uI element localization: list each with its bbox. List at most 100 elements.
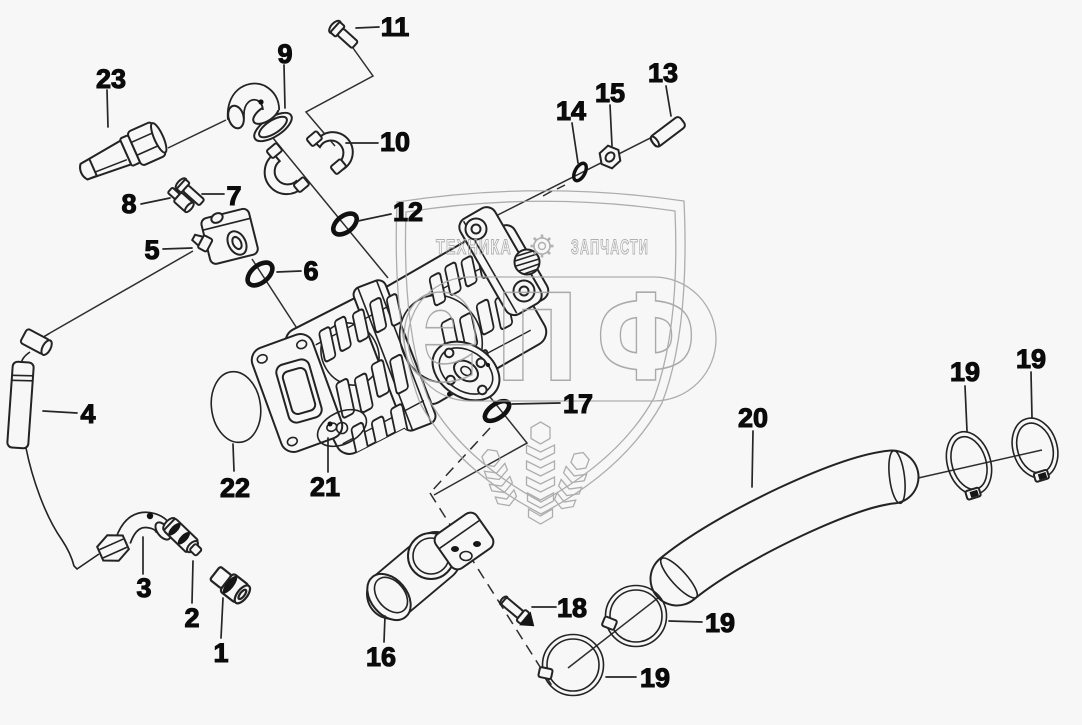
hose-band-1 [12,374,34,377]
callout-7: 7 [226,181,241,211]
plate-bolt-1 [256,353,268,364]
wheat-ear-right [553,451,590,510]
axis-23-to-elbow9 [167,119,227,149]
body-rib-slot [475,298,495,336]
body-rib-slot [460,255,478,288]
elbow-hole-3 [146,512,154,520]
part-4-pipe-assembly [6,328,100,571]
elbow16-connector [433,511,495,571]
elbow9-flange-inner [258,115,288,139]
callout-19-mid: 19 [705,608,735,638]
leader-2 [191,560,194,604]
leader-20 [751,430,754,488]
leader-17 [511,402,561,405]
sensor-end [150,122,168,154]
part-18-bolt [499,595,535,627]
hose20-end-right [888,449,906,505]
callout-5: 5 [144,235,159,265]
leader-1 [220,597,224,639]
wheat-chevrons [483,462,518,507]
part-8-stud-pin [167,187,195,214]
clamp-ro-screw [1037,471,1048,481]
leader-8 [140,197,171,205]
part-9-elbow-connector [226,82,293,143]
body-spline-gear [513,248,541,276]
part-19-clamp-bottom [537,633,605,697]
callout-4: 4 [80,399,95,429]
watermark: е П Ф ТЕХНИКА ЗАПЧАСТИ [395,190,717,525]
leader-lines [42,26,1033,678]
body-bottom-boss [316,408,368,448]
callout-21: 21 [310,472,340,502]
flange-hole-1 [443,347,455,359]
flange-hub [453,359,479,383]
body-rib-slot [369,297,387,334]
wheat-chevrons [525,443,556,525]
leader-9 [283,64,286,109]
gear-icon [530,234,554,258]
gear-hub [537,241,547,251]
leader-22 [232,443,235,472]
sensor-tip-face [79,157,99,181]
callout-11: 11 [381,12,410,42]
part-2-valve-fitting [162,516,203,557]
leader-4 [42,410,78,414]
fitting2-nose [189,543,203,557]
brand-letter-e: е [399,235,481,418]
hex-nut-3 [95,534,131,562]
connector-edge [438,519,481,550]
bracket-ear-top-hole [470,223,482,235]
axis-fitting5-to-pipe [49,250,194,334]
body-rib-slot [354,372,374,414]
callout-17: 17 [563,389,593,419]
axis-hose-to-clamps-right [904,449,1043,482]
clamp-mid-tab [601,615,618,631]
axis-dashed-short [429,427,491,494]
callout-9: 9 [277,39,292,69]
wheat-hexagon [481,448,501,468]
axis-tick-marks [542,184,566,197]
barb5-nose [190,233,205,248]
clamp-ri-screw [969,489,979,498]
callout-19-right-outer: 19 [1016,344,1046,374]
plug1-end-inner [237,588,248,601]
clamp-upper-tab-2 [330,158,347,175]
part-22-o-ring-large [210,370,262,444]
part-3-elbow-fitting [95,511,173,562]
axis-pin13-to-body [469,120,685,230]
wheat-hexagon [570,451,590,471]
axis-bolt11-to-clamp [304,47,375,147]
block-top-hole [210,212,224,224]
body-rib-slot [333,315,352,352]
part-6-o-ring [245,260,275,288]
plate-bolt-2 [295,339,308,350]
elbow9-hole [258,99,264,105]
clamp-lower-tab-2 [293,176,310,193]
part-17-o-ring [482,398,512,424]
gear-hatch [514,250,540,275]
clamp-upper-tab-1 [306,130,323,147]
leader-16 [383,615,386,643]
bolt7-shank [182,184,205,206]
part-13-pin [649,116,686,148]
callout-15: 15 [595,78,625,108]
flange-hole-3 [477,384,488,396]
clamp-ri-inner [950,435,988,491]
leader-12 [357,213,392,222]
leader-19-right-outer [1030,371,1033,419]
clamp-ro-inner [1015,422,1055,474]
body-rib-slot [428,272,447,307]
part-10-clamp-halves [263,130,354,196]
callout-19-right-inner: 19 [950,357,980,387]
part-7-bolt [174,177,205,206]
part-5-block-assembly [190,207,259,265]
callout-19-bottom: 19 [640,663,670,693]
hex-facet-2 [102,546,128,559]
brand-letter-f: Ф [596,270,697,409]
callout-2: 2 [184,603,199,633]
brand-word-right: ЗАПЧАСТИ [571,236,649,259]
pipe-curve-lower [25,447,100,571]
callout-23: 23 [96,64,126,94]
